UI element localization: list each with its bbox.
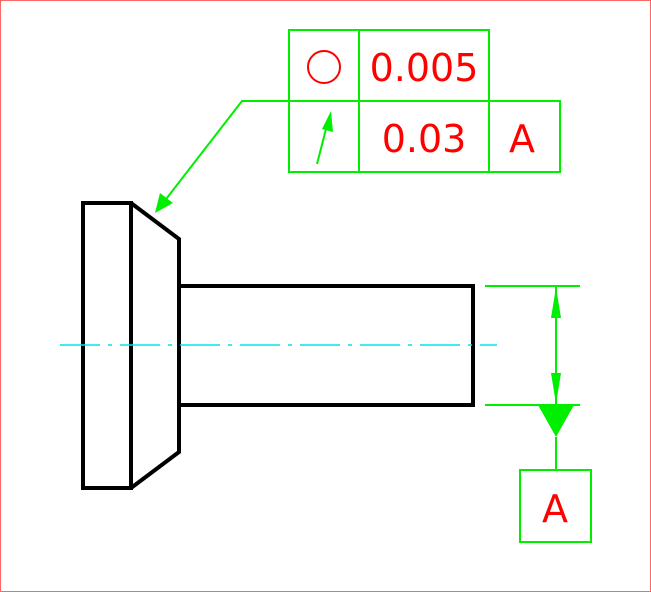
- feature-control-frame[interactable]: 0.005 0.03 A: [288, 29, 561, 173]
- datum-dimension: [485, 285, 580, 470]
- circularity-icon: [307, 50, 341, 84]
- circularity-tolerance: 0.005: [370, 46, 479, 90]
- datum-triangle-icon: [538, 405, 574, 437]
- datum-label: A: [542, 487, 568, 531]
- runout-tolerance: 0.03: [382, 117, 467, 161]
- circular-runout-icon: [316, 111, 333, 165]
- datum-label-box[interactable]: A: [519, 469, 592, 543]
- part-shaft: [179, 284, 475, 407]
- part-chamfer: [129, 201, 181, 490]
- runout-datum-ref: A: [509, 117, 535, 161]
- leader-arrow: [155, 100, 289, 213]
